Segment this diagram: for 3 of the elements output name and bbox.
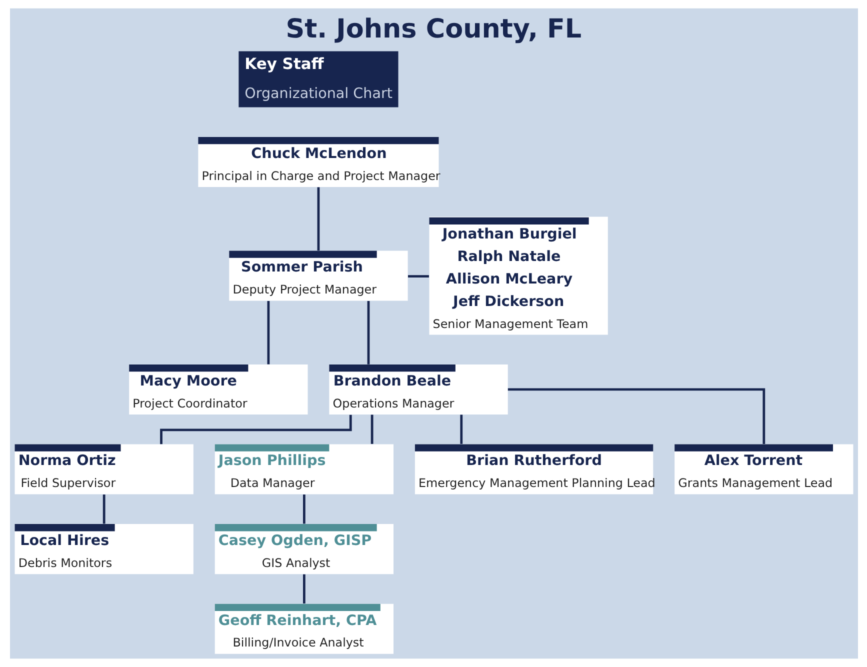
label: Key Staff <box>244 54 324 73</box>
label: Organizational Chart <box>244 86 392 102</box>
diagram-title: St. Johns County, FL <box>285 14 582 45</box>
